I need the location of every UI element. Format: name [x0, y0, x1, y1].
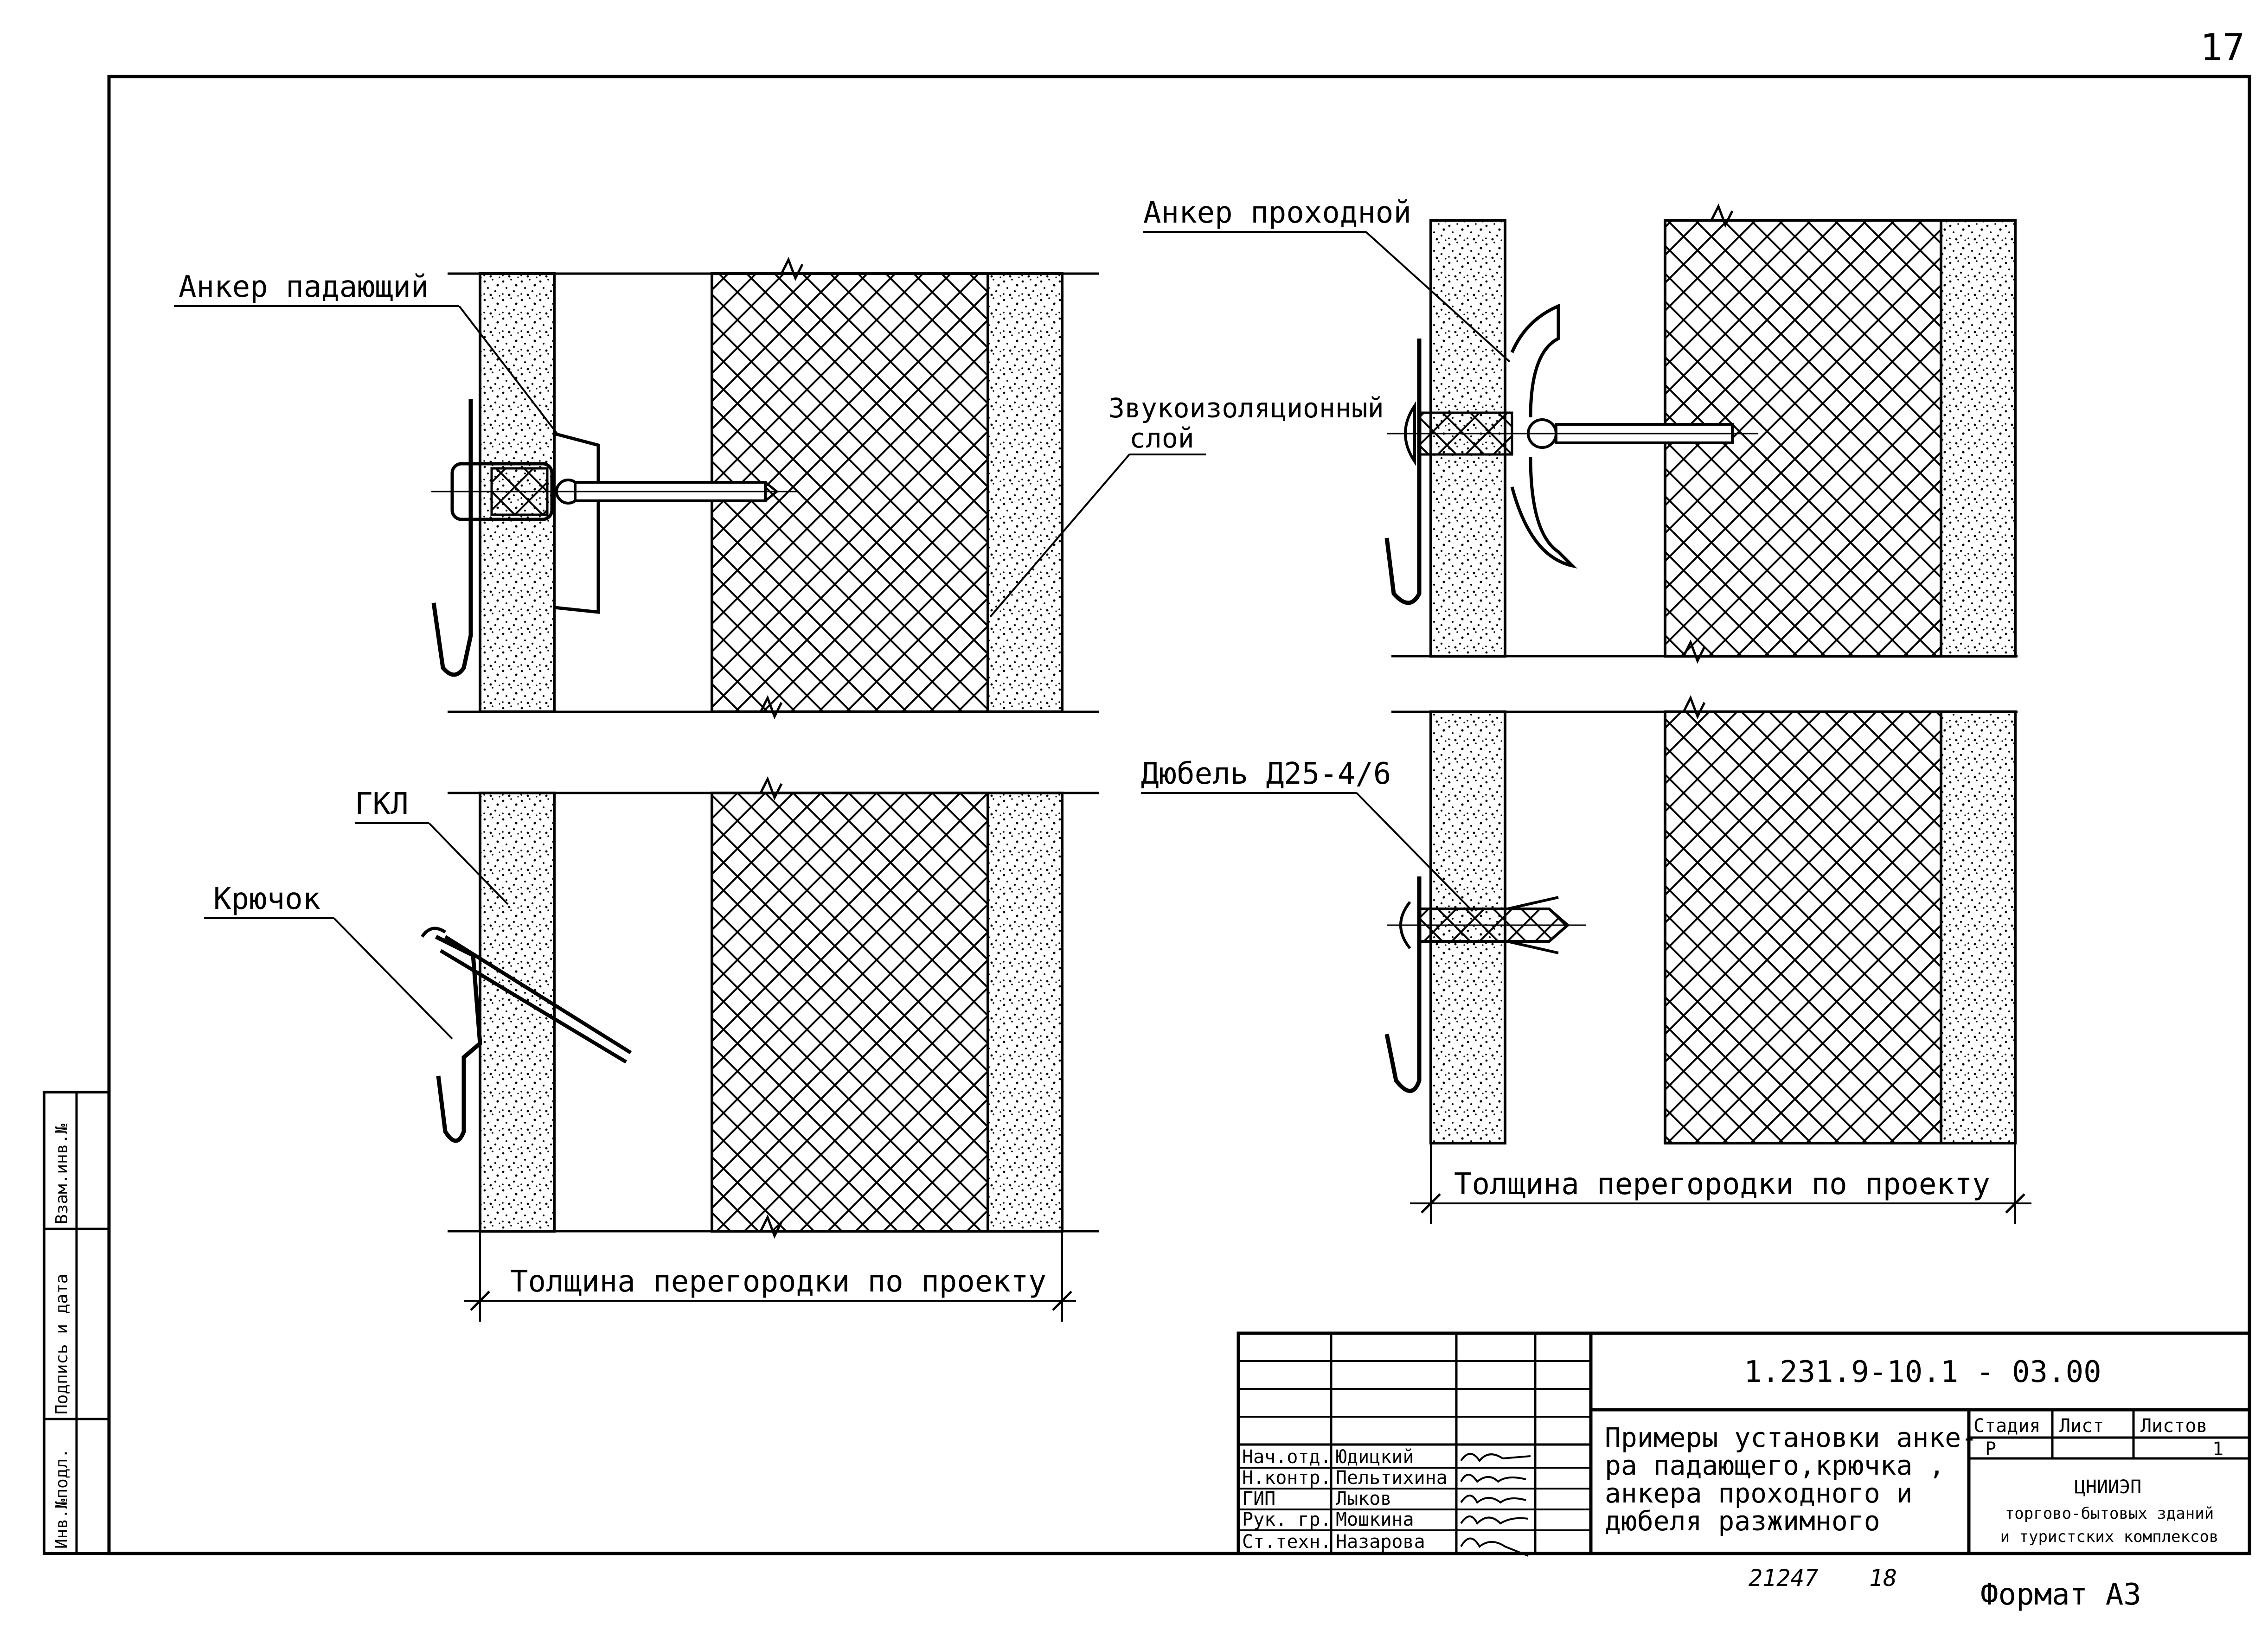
- org-line-1: ЦНИИЭП: [2075, 1477, 2142, 1498]
- detail-anchor-through: Анкер проходной Звукоизоляционный слой: [989, 196, 2018, 664]
- role-3: Рук. гр.: [1242, 1509, 1332, 1530]
- sheet-header: Лист: [2059, 1415, 2104, 1437]
- sheets-header: Листов: [2140, 1415, 2208, 1437]
- detail-hook: ГКЛ Крючок Толщина перегородки по проект…: [204, 776, 1099, 1322]
- label-thickness-right: Толщина перегородки по проекту: [1454, 1167, 1990, 1202]
- stage-value: Р: [1985, 1438, 1996, 1460]
- label-dowel: Дюбель Д25-4/6: [1141, 757, 1391, 791]
- title-line-3: дюбеля разжимного: [1605, 1505, 1880, 1537]
- stamp-sign-label: Подпись и дата: [52, 1274, 71, 1414]
- org-line-2: торгово-бытовых зданий: [2005, 1504, 2214, 1523]
- title-line-0: Примеры установки анке-: [1605, 1422, 1977, 1453]
- title-line-2: анкера проходного и: [1605, 1477, 1912, 1509]
- drawing-code: 1.231.9-10.1 - 03.00: [1744, 1355, 2101, 1389]
- label-thickness-left: Толщина перегородки по проекту: [510, 1265, 1046, 1299]
- name-3: Мошкина: [1336, 1509, 1414, 1530]
- role-0: Нач.отд.: [1242, 1446, 1332, 1468]
- stage-header: Стадия: [1973, 1415, 2041, 1437]
- detail-dowel: Дюбель Д25-4/6 Толщина перегородки по пр…: [1141, 695, 2031, 1224]
- title-block: 1.231.9-10.1 - 03.00 Нач.отд. Н.контр. Г…: [1237, 1331, 2251, 1557]
- sheets-value: 1: [2212, 1438, 2223, 1460]
- archive-sheet: 18: [1869, 1565, 1897, 1592]
- role-4: Ст.техн.: [1242, 1531, 1332, 1553]
- label-gkl: ГКЛ: [355, 787, 409, 821]
- archive-number: 21247: [1749, 1565, 1819, 1592]
- org-line-3: и туристских комплексов: [2000, 1528, 2219, 1546]
- label-sound-layer-1: Звукоизоляционный: [1108, 392, 1384, 424]
- label-sound-layer-2: слой: [1129, 422, 1194, 454]
- detail-anchor-falling: Анкер падающий: [174, 256, 1099, 720]
- signatures: [1460, 1453, 1531, 1557]
- label-anchor-through: Анкер проходной: [1143, 196, 1411, 230]
- sheet-frame: [107, 75, 2251, 1555]
- label-anchor-falling: Анкер падающий: [179, 270, 429, 304]
- role-2: ГИП: [1242, 1488, 1275, 1509]
- stamp-inv-label: Инв.№подл.: [52, 1448, 71, 1549]
- title-line-1: ра падающего,крючка ,: [1605, 1450, 1945, 1481]
- name-4: Назарова: [1336, 1531, 1425, 1553]
- role-1: Н.контр.: [1242, 1467, 1332, 1489]
- stamp-replace-label: Взам.инв.№: [52, 1124, 71, 1224]
- name-2: Лыков: [1336, 1488, 1391, 1509]
- page-number: 17: [2200, 26, 2245, 69]
- name-0: Юдицкий: [1336, 1446, 1414, 1468]
- name-1: Пельтихина: [1336, 1467, 1448, 1489]
- side-stamp: Инв.№подл. Подпись и дата Взам.инв.№: [43, 1091, 110, 1555]
- label-hook: Крючок: [213, 882, 320, 916]
- format-label: Формат А3: [1980, 1578, 2141, 1612]
